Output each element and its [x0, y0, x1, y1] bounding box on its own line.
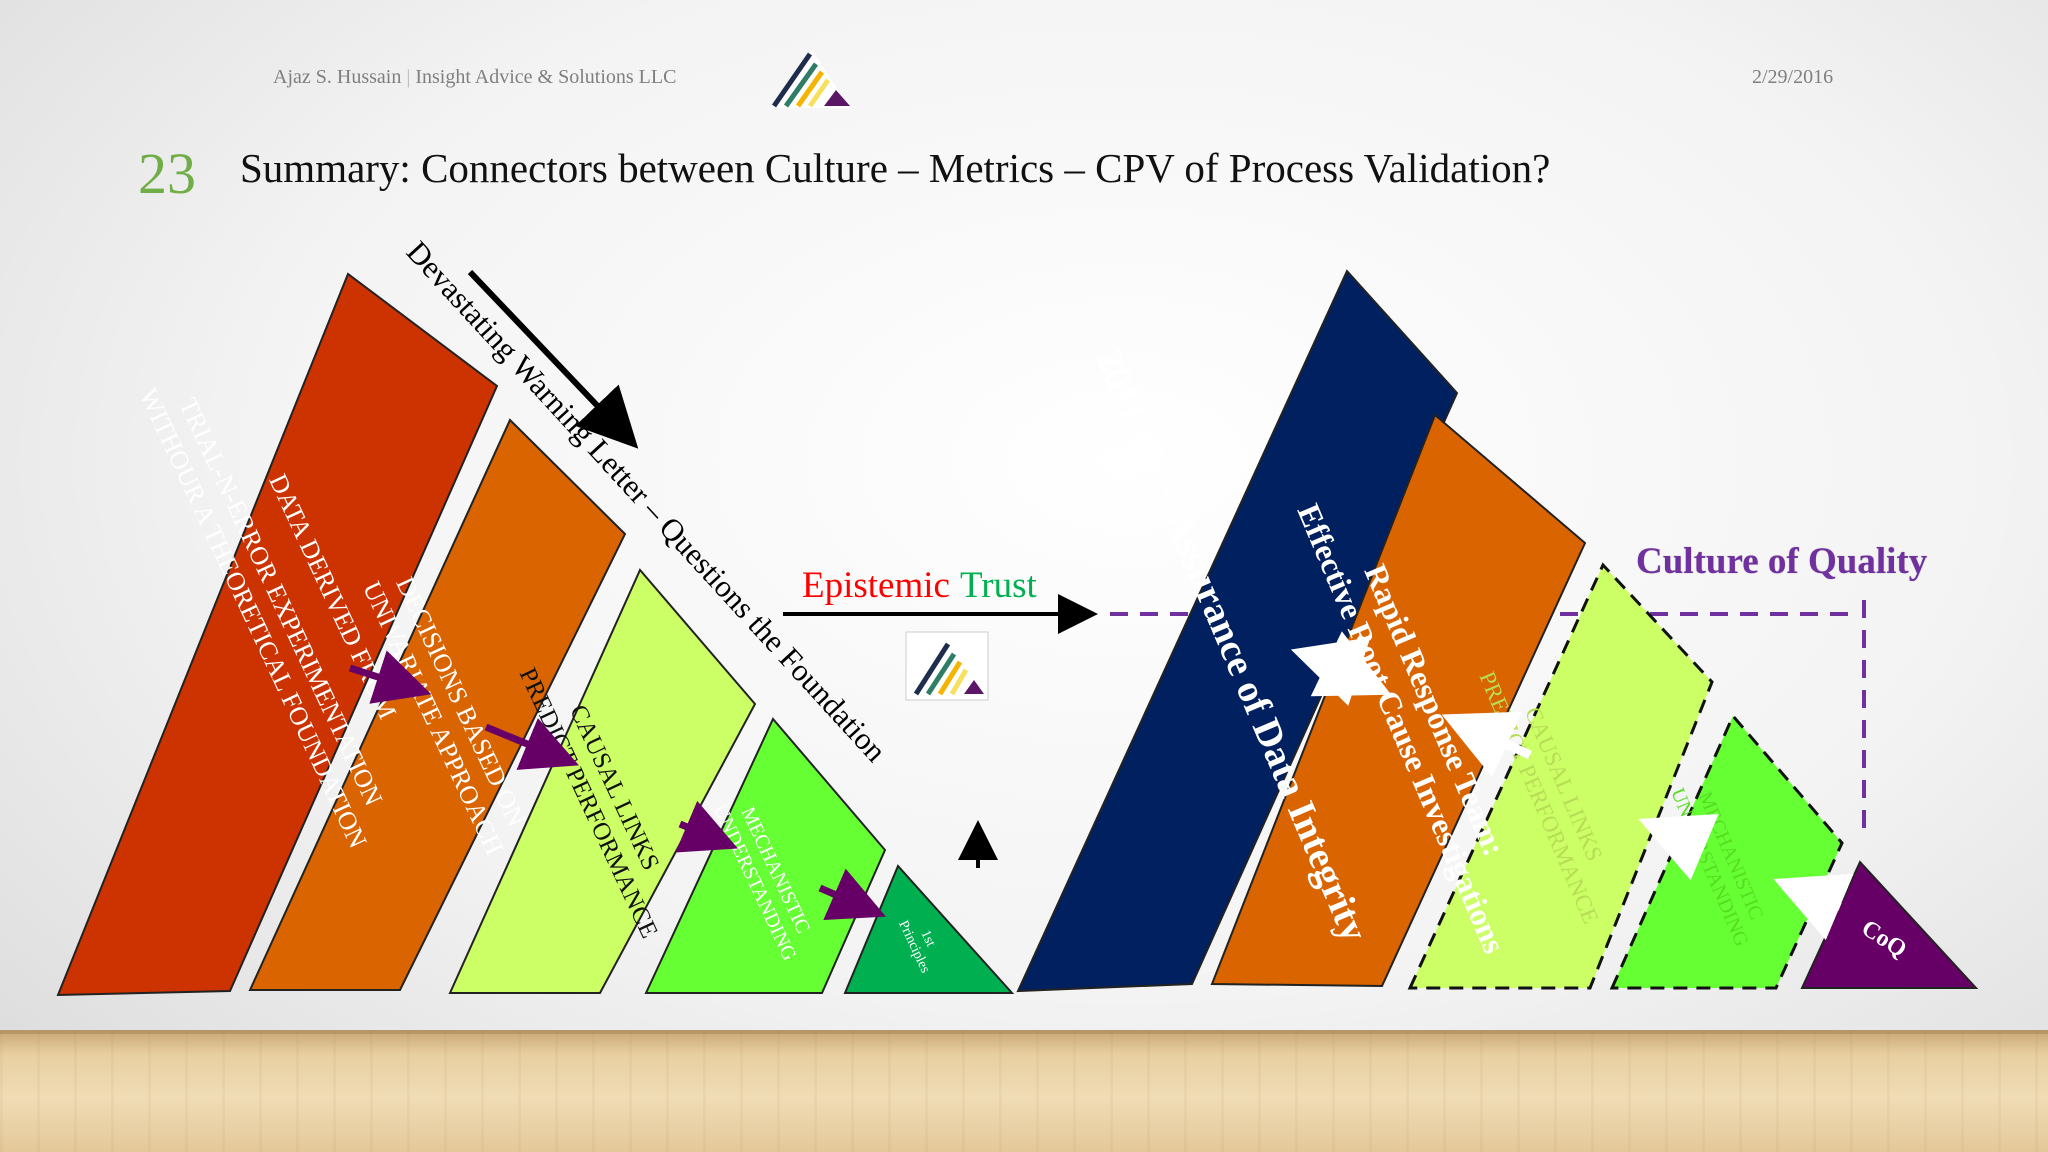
left-connector-arrow-2: [484, 718, 579, 770]
header-author: Ajaz S. Hussain | Insight Advice & Solut…: [273, 66, 677, 88]
left-layer-3: [448, 568, 757, 994]
left-connector-arrow-1: [348, 650, 432, 704]
right-layer-3: [1407, 562, 1714, 990]
right-connector-arrow-3: [1638, 813, 1719, 881]
right-layer-1: [1016, 269, 1459, 993]
right-layer-2: [1210, 413, 1587, 988]
wooden-floor: [0, 1030, 2048, 1152]
left-layer-1: [56, 272, 499, 997]
slide-title: Summary: Connectors between Culture – Me…: [240, 145, 1551, 191]
left-connector-arrow-4: [818, 868, 886, 920]
left-layer-5-line1: 1st: [917, 928, 938, 949]
right-connector-arrow-4: [1773, 873, 1854, 941]
left-layer-5: [843, 864, 1015, 994]
warning-arrow: [467, 269, 639, 449]
center-logo-icon: [905, 631, 989, 701]
left-layer-2: [248, 418, 627, 991]
pyramid-logo-icon: [770, 50, 850, 108]
left-connector-arrow-3: [675, 800, 738, 853]
culture-of-quality-label: Culture of Quality: [1636, 541, 1928, 582]
right-layer-5: [1800, 860, 1979, 989]
header-date: 2/29/2016: [1752, 66, 1834, 88]
slide-number: 23: [138, 141, 196, 206]
right-connector-arrow-2: [1441, 711, 1532, 778]
